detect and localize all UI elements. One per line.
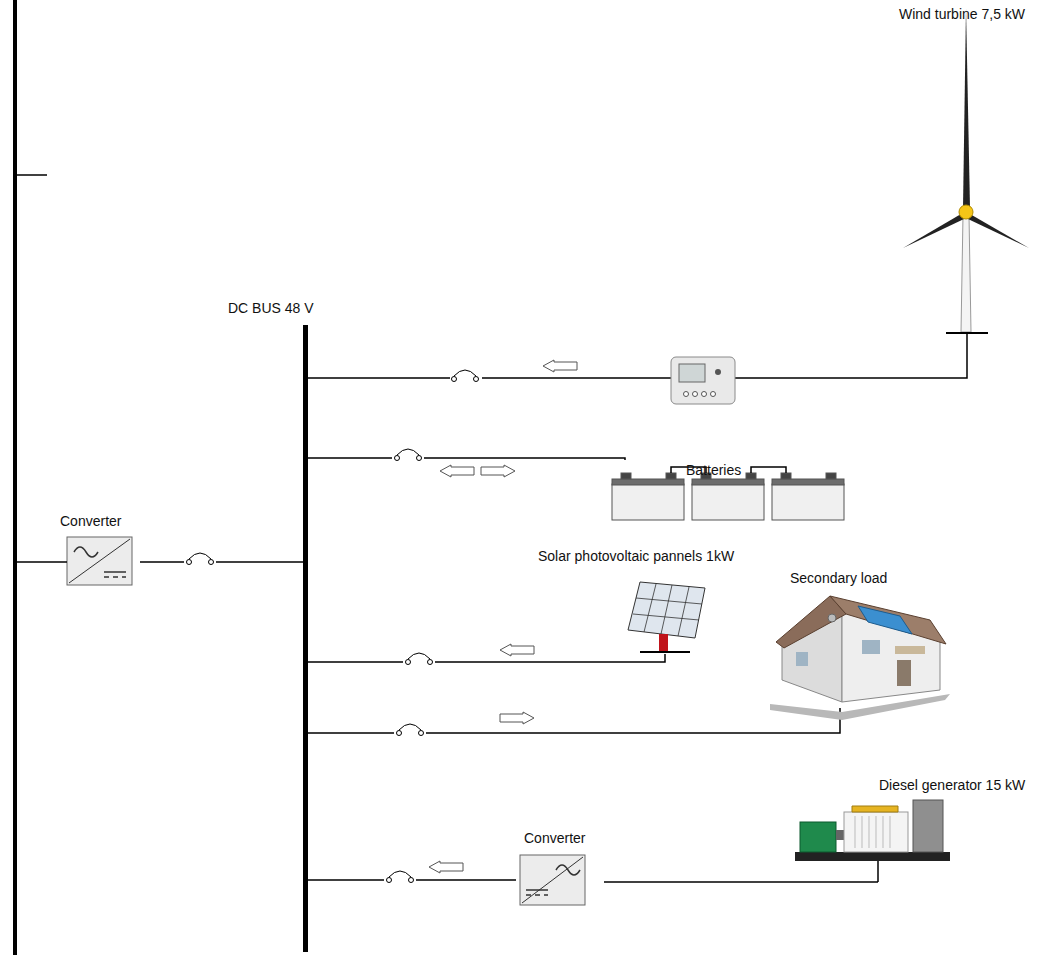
component-label: Converter <box>524 830 585 846</box>
flow-arrow <box>440 465 474 477</box>
component-node: Converter <box>58 511 140 587</box>
wire <box>15 561 67 563</box>
component-label: Converter <box>60 513 121 529</box>
breaker-symbol <box>384 871 416 884</box>
flow-arrow <box>543 360 577 372</box>
component-label: DC BUS 48 V <box>228 300 314 316</box>
wire-connector <box>140 561 303 563</box>
bus-bar <box>303 325 308 952</box>
component-label: Solar photovoltaic pannels 1kW <box>538 548 734 564</box>
component-node: Solar photovoltaic pannels 1kW <box>535 546 797 654</box>
house <box>770 596 950 720</box>
breaker-symbol <box>403 653 435 666</box>
wind-turbine <box>903 8 1029 333</box>
component-label: Wind turbine 7,5 kW <box>899 6 1025 22</box>
wire-connector <box>308 334 967 378</box>
flow-arrow <box>429 861 463 873</box>
diesel-generator <box>795 800 950 882</box>
solar-panel <box>628 582 705 652</box>
component-node: Wind turbine 7,5 kW <box>895 4 1053 334</box>
flow-arrow <box>481 465 515 477</box>
breaker-symbol <box>184 553 216 566</box>
component-node: Converter <box>516 828 604 906</box>
breaker-symbol <box>450 370 482 383</box>
flow-arrow <box>500 712 534 724</box>
component-node: Batteries <box>610 460 850 522</box>
wire-connector <box>308 458 625 460</box>
charge-controller <box>671 357 735 404</box>
main-bus <box>13 0 17 955</box>
wire-connector <box>308 708 840 733</box>
dc-bus: DC BUS 48 V <box>226 298 316 952</box>
breaker-symbol <box>394 724 426 737</box>
breaker-symbol <box>392 449 424 462</box>
bus-tap <box>15 174 47 176</box>
component-node: Diesel generator 15 kW <box>793 775 1051 863</box>
wire-connector <box>604 881 878 883</box>
component-label: Secondary load <box>790 570 887 586</box>
component-node: Secondary load <box>776 568 952 708</box>
flow-arrow <box>500 644 534 656</box>
component-label: Batteries <box>686 462 741 478</box>
converter-symbol <box>520 855 585 905</box>
component-label: Diesel generator 15 kW <box>879 777 1025 793</box>
wire-connector <box>308 654 665 662</box>
converter-symbol <box>67 537 132 585</box>
breakers <box>184 370 482 884</box>
